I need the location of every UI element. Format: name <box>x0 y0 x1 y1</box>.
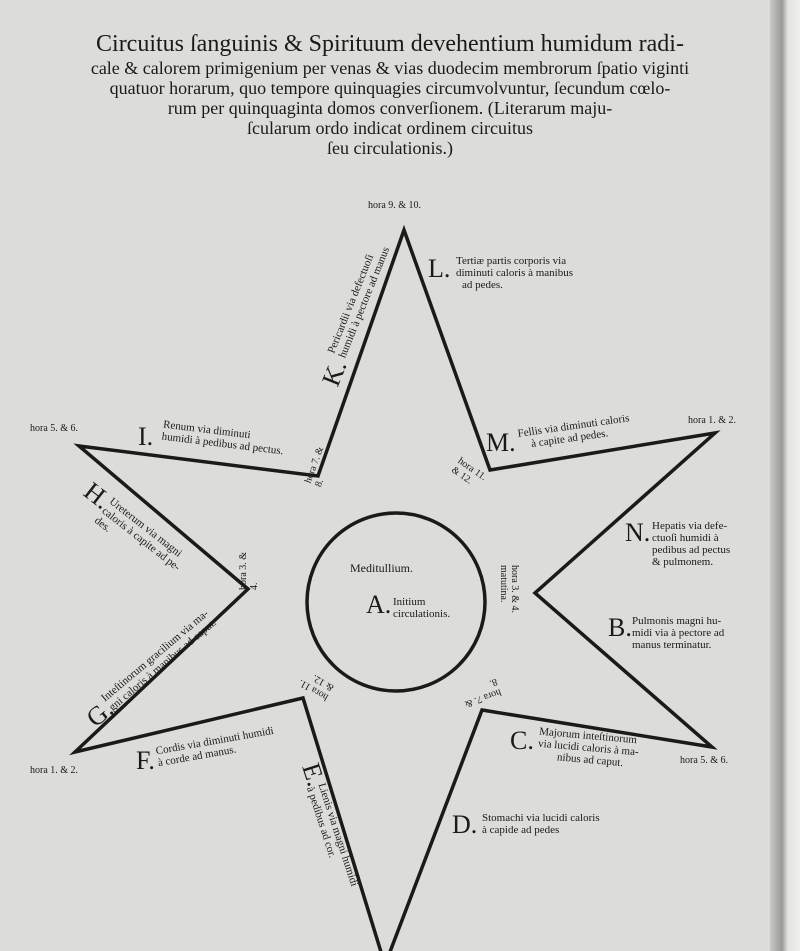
title-line: rum per quinquaginta domos converſionem.… <box>167 98 613 118</box>
letter-f: F. <box>136 746 155 775</box>
letter-a: A. <box>366 590 392 619</box>
label-line: Hepatis via defe- <box>652 520 728 532</box>
page-gutter <box>770 0 800 951</box>
title-line: ſeu circulationis.) <box>327 138 453 158</box>
label-line: midi via à pectore ad <box>632 627 725 639</box>
label-line: Tertiæ partis corporis via <box>456 255 567 267</box>
center-label: Meditullium. <box>350 561 413 575</box>
label-line: ctuoſi humidi à <box>652 532 719 544</box>
letter-c: C. <box>510 726 534 755</box>
label-line: diminuti caloris à manibus <box>456 267 574 279</box>
letter-b: B. <box>608 613 632 642</box>
hour-label: hora 1. & 2. <box>30 765 79 776</box>
title-line: Circuitus ſanguinis & Spirituum devehent… <box>96 31 684 57</box>
title-line: cale & calorem primigenium per venas & v… <box>90 58 690 78</box>
label-line: pedibus ad pectus <box>652 544 731 556</box>
letter-d: D. <box>452 810 478 839</box>
hour-label: hora 1. & 2. <box>688 415 737 426</box>
hour-label: hora 9. & 10. <box>368 200 422 211</box>
label-line: à capide ad pedes <box>482 824 560 836</box>
label-line: ad pedes. <box>462 279 503 291</box>
hour-label: hora 5. & 6. <box>30 423 79 434</box>
label-line: manus terminatur. <box>632 639 712 651</box>
letter-n: N. <box>625 518 651 547</box>
hour-label: hora 3. & 4. <box>238 551 260 590</box>
center-text: Initium circulationis. <box>393 596 451 620</box>
letter-m: M. <box>486 428 516 457</box>
page-title: Circuitus ſanguinis & Spirituum devehent… <box>20 30 760 158</box>
title-line: quatuor horarum, quo tempore quinquagies… <box>109 78 671 98</box>
title-line: ſcularum ordo indicat ordinem circuitus <box>247 118 533 138</box>
star-outline <box>69 224 721 951</box>
letter-l: L. <box>428 254 451 283</box>
hour-label: hora 3. & 4. matutina. <box>498 565 520 614</box>
label-line: Pulmonis magni hu- <box>632 615 722 627</box>
label-line: Stomachi via lucidi caloris <box>482 812 600 824</box>
letter-i: I. <box>138 422 154 451</box>
center-circle <box>305 511 487 693</box>
label-line: & pulmonem. <box>652 556 714 568</box>
hour-label: hora 5. & 6. <box>680 755 729 766</box>
